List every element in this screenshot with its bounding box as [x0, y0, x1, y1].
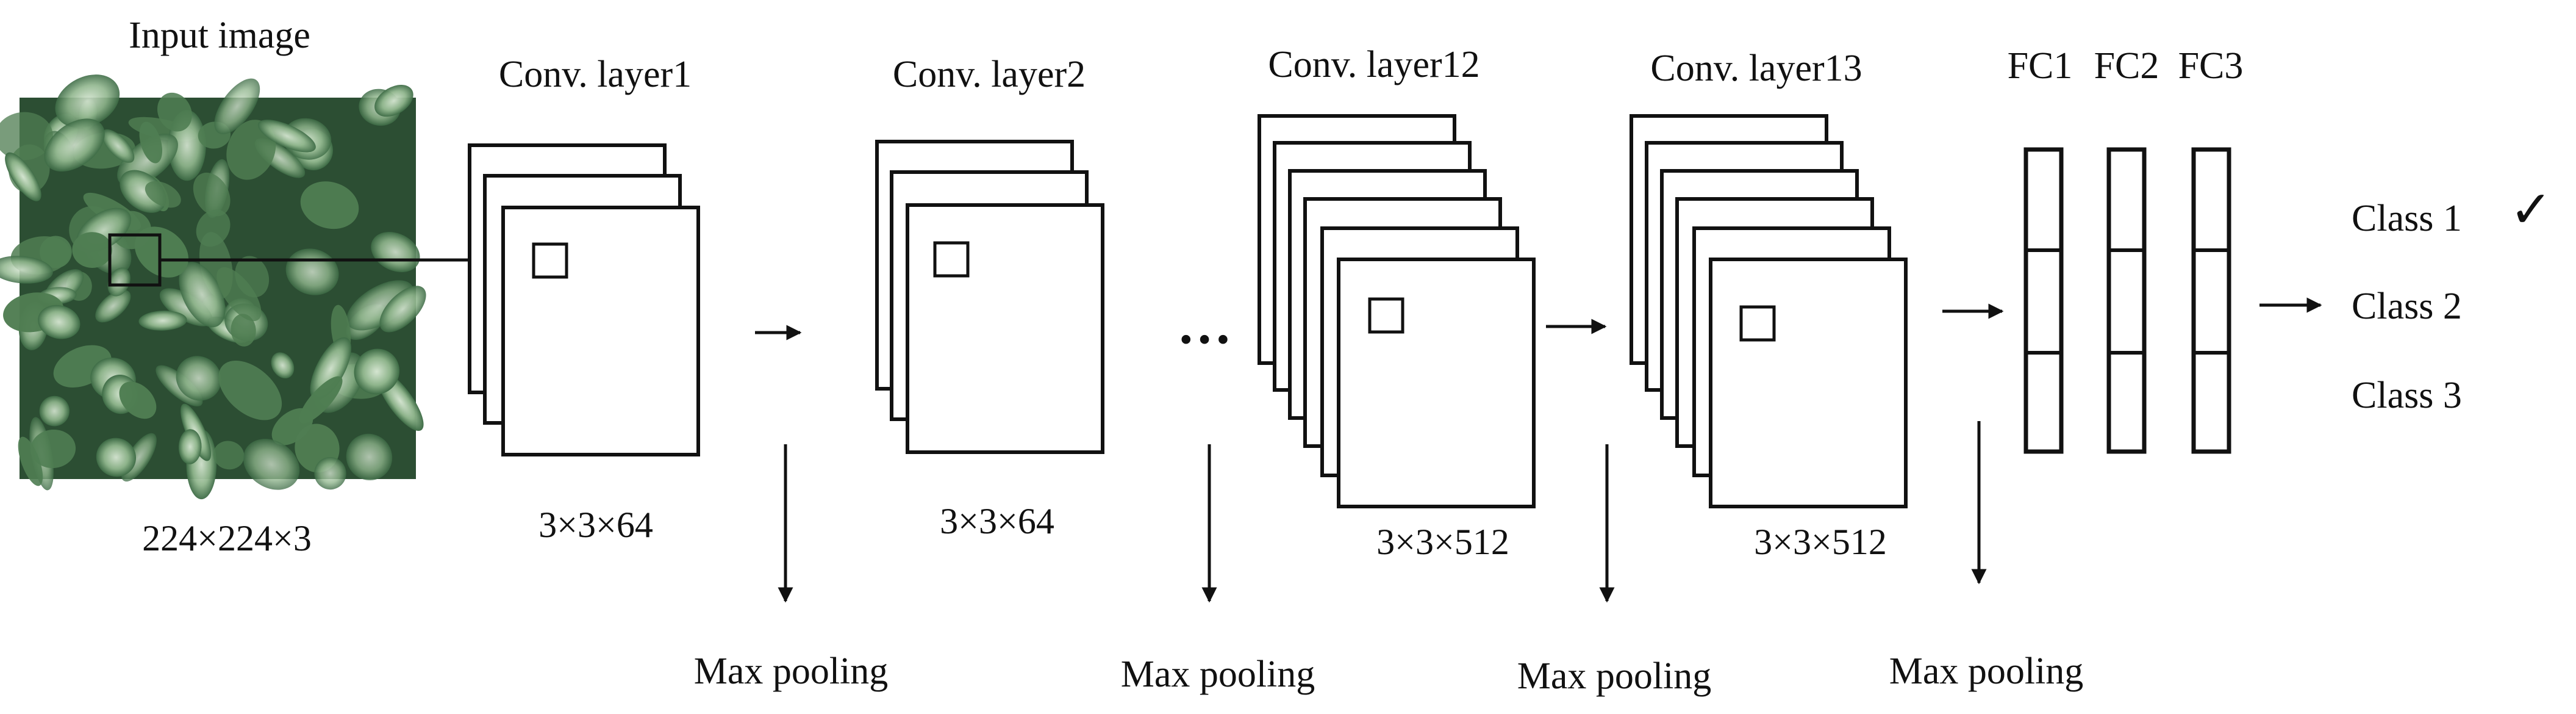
max-pooling-label-4: Max pooling — [1889, 651, 2084, 692]
conv-layer12-dims: 3×3×512 — [1376, 522, 1509, 562]
conv-layer13-title: Conv. layer13 — [1650, 48, 1862, 89]
input-image — [0, 74, 426, 500]
kernel-box — [1739, 305, 1776, 342]
conv-layer2-title: Conv. layer2 — [893, 54, 1086, 95]
conv-layer1-dims: 3×3×64 — [538, 505, 653, 545]
conv-layer13-block: Conv. layer13 3×3×512 — [1630, 48, 1908, 562]
conv-layer13-dims: 3×3×512 — [1754, 522, 1887, 562]
kernel-box — [532, 242, 568, 279]
class-label-3: Class 3 — [2352, 375, 2462, 416]
max-pooling-label-3: Max pooling — [1517, 655, 1712, 697]
max-pooling-label-1: Max pooling — [694, 651, 889, 692]
kernel-box — [1368, 297, 1404, 334]
conv-layer1-block: Conv. layer1 3×3×64 — [468, 54, 700, 545]
max-pooling-label-2: Max pooling — [1121, 654, 1315, 695]
input-image-dims: 224×224×3 — [142, 518, 312, 558]
checkmark-icon: ✓ — [2510, 182, 2552, 239]
conv-layer12-title: Conv. layer12 — [1268, 44, 1479, 85]
fc-title-2: FC2 — [2094, 45, 2159, 87]
fc1-column — [2023, 147, 2064, 454]
class-label-1: Class 1 — [2352, 198, 2462, 239]
conv-layer1-title: Conv. layer1 — [499, 54, 692, 95]
fc-title-3: FC3 — [2178, 45, 2244, 87]
kernel-box — [933, 241, 970, 278]
input-image-title: Input image — [129, 15, 310, 56]
conv-layer12-block: Conv. layer12 3×3×512 — [1258, 44, 1536, 562]
fc2-column — [2106, 147, 2147, 454]
ellipsis: … — [1177, 295, 1232, 355]
fc-title-1: FC1 — [2008, 45, 2073, 87]
fc3-column — [2191, 147, 2231, 454]
class-label-2: Class 2 — [2352, 286, 2462, 327]
conv-layer2-dims: 3×3×64 — [940, 501, 1054, 541]
conv-layer2-block: Conv. layer2 3×3×64 — [875, 54, 1104, 541]
